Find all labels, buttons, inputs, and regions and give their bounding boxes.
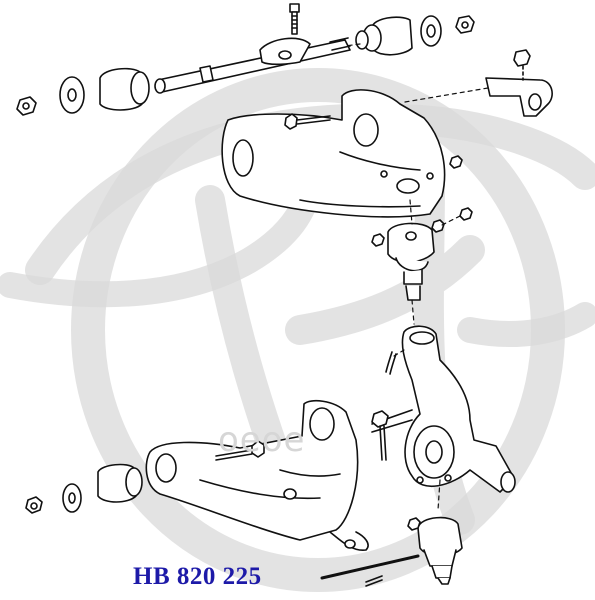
upper-control-arm-icon [221, 89, 446, 218]
steering-knuckle-icon [371, 325, 516, 493]
assembly-guide-lines [344, 43, 489, 511]
lower-left-bushing-icon [25, 463, 143, 514]
lower-control-arm-icon [145, 399, 369, 551]
upper-arm-shaft-icon [154, 37, 351, 94]
top-bolt-icon [289, 3, 300, 35]
right-bracket-icon [485, 49, 553, 117]
upper-left-bushing-icon [16, 67, 150, 116]
watermark-tail [457, 302, 595, 347]
upper-arm-bolt-icon [284, 113, 331, 130]
watermark-text: oeoe [218, 420, 306, 460]
upper-right-bushing-icon [355, 15, 475, 56]
part-number-leader-line [320, 554, 420, 580]
upper-ball-joint-icon [371, 155, 473, 301]
knuckle-bolt-icon [371, 410, 389, 461]
lower-ball-joint-icon [407, 516, 463, 585]
line-art [16, 3, 553, 587]
cotter-pin-lower-icon [365, 575, 383, 587]
lower-arm-bolt-icon [215, 440, 265, 461]
part-number-label: HB 820 225 [133, 563, 262, 590]
